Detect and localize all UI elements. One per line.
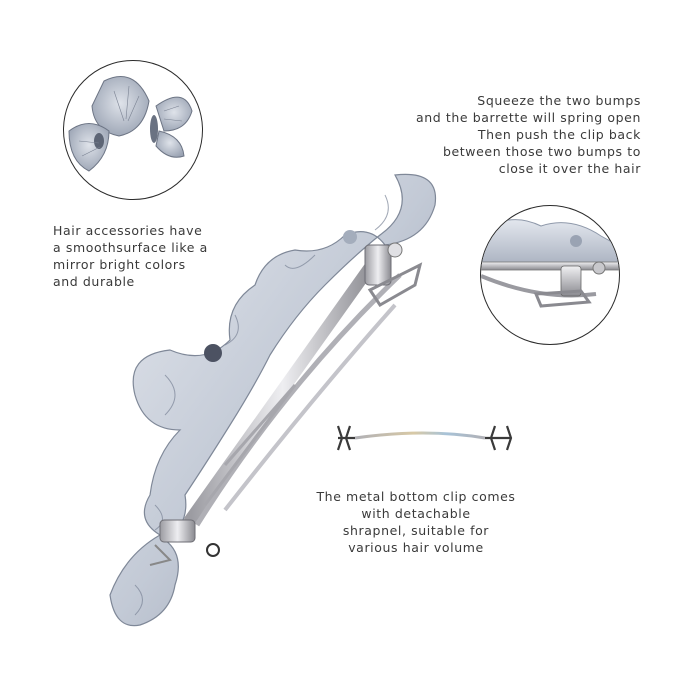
- surface-caption: Hair accessories have a smoothsurface li…: [53, 222, 208, 290]
- caption-line: The metal bottom clip comes: [316, 489, 516, 504]
- caption-line: various hair volume: [348, 540, 484, 555]
- caption-line: close it over the hair: [498, 161, 641, 176]
- caption-line: a smoothsurface like a: [53, 240, 208, 255]
- detachable-spring-icon: [336, 425, 513, 451]
- caption-line: Then push the clip back: [477, 127, 641, 142]
- barrette-product-image: [95, 165, 455, 635]
- clasp-closeup-icon: [481, 219, 619, 308]
- caption-line: shrapnel, suitable for: [342, 523, 490, 538]
- caption-line: Squeeze the two bumps: [477, 93, 641, 108]
- detachable-spring-image: [330, 420, 515, 460]
- butterfly-detail-circle: [63, 60, 203, 200]
- clasp-detail-circle: [480, 205, 620, 345]
- butterfly-barrette-icon: [109, 173, 437, 627]
- caption-line: between those two bumps to: [442, 144, 641, 159]
- caption-line: mirror bright colors: [53, 257, 186, 272]
- caption-line: and the barrette will spring open: [415, 110, 641, 125]
- caption-line: with detachable: [361, 506, 471, 521]
- caption-line: Hair accessories have: [53, 223, 203, 238]
- caption-line: and durable: [53, 274, 135, 289]
- usage-caption: Squeeze the two bumps and the barrette w…: [416, 92, 641, 177]
- butterfly-closeup-icon: [68, 76, 193, 172]
- spring-caption: The metal bottom clip comes with detacha…: [300, 488, 532, 556]
